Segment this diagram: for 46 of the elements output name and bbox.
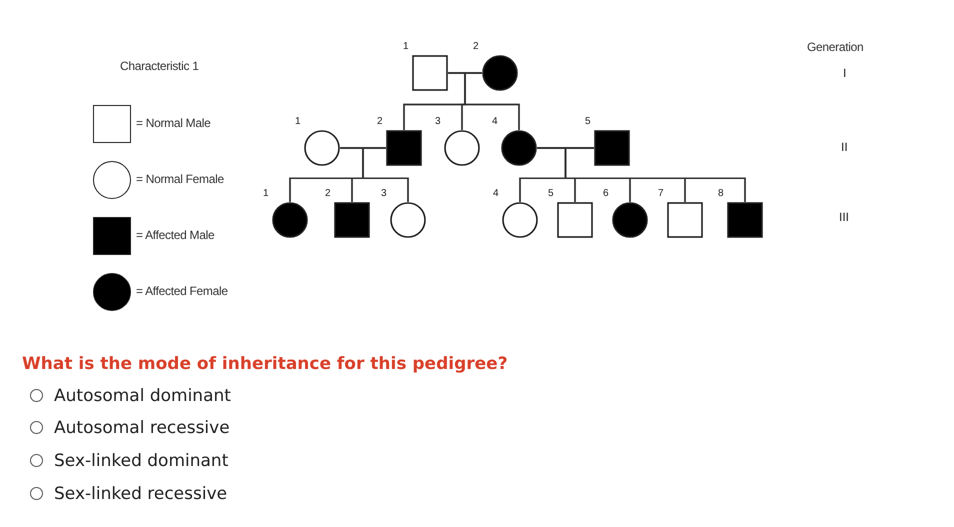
individual-number: 7 <box>658 188 664 199</box>
individual-number: 4 <box>492 116 498 127</box>
option-label: Autosomal recessive <box>54 418 230 438</box>
square-symbol <box>376 116 422 166</box>
circle-symbol <box>491 116 537 166</box>
square-symbol <box>657 188 703 238</box>
legend-title: Characteristic 1 <box>120 59 199 73</box>
legend-label: = Affected Male <box>136 228 214 242</box>
legend-label: = Affected Female <box>136 284 228 298</box>
generation-numeral: III <box>839 210 850 224</box>
generation-numeral: II <box>841 140 848 154</box>
individual-number: 4 <box>493 188 499 199</box>
individual-number: 3 <box>435 116 441 127</box>
option-label: Sex-linked recessive <box>54 484 228 504</box>
legend-label: = Normal Male <box>136 116 210 130</box>
individual-number: 1 <box>263 188 269 199</box>
individual-number: 2 <box>325 188 331 199</box>
individual-number: 6 <box>603 188 609 199</box>
option-label: Sex-linked dominant <box>54 451 228 471</box>
individual-number: 8 <box>718 188 724 199</box>
individual-number: 3 <box>381 188 387 199</box>
circle-symbol <box>434 116 480 166</box>
circle-symbol <box>262 188 308 238</box>
individual-number: 2 <box>473 41 479 52</box>
individual-number: 1 <box>403 41 409 52</box>
circle-symbol <box>472 41 518 91</box>
generation-heading: Generation <box>807 40 864 54</box>
individual-number: 2 <box>377 116 383 127</box>
circle-symbol <box>492 188 538 238</box>
square-symbol <box>584 116 630 166</box>
circle-symbol <box>602 188 648 238</box>
circle-symbol <box>294 116 340 166</box>
circle-symbol <box>380 188 426 238</box>
square-symbol <box>324 188 370 238</box>
generation-numeral: I <box>843 66 846 80</box>
question-text: What is the mode of inheritance for this pedigree? <box>22 354 508 374</box>
individual-number: 5 <box>548 188 554 199</box>
square-symbol <box>547 188 593 238</box>
pedigree-line <box>362 147 409 202</box>
square-symbol <box>717 188 763 238</box>
individual-number: 1 <box>295 116 301 127</box>
legend-label: = Normal Female <box>136 172 224 186</box>
pedigree-line <box>464 72 520 130</box>
individual-number: 5 <box>585 116 591 127</box>
option-label: Autosomal dominant <box>54 386 231 406</box>
square-symbol <box>402 41 448 91</box>
